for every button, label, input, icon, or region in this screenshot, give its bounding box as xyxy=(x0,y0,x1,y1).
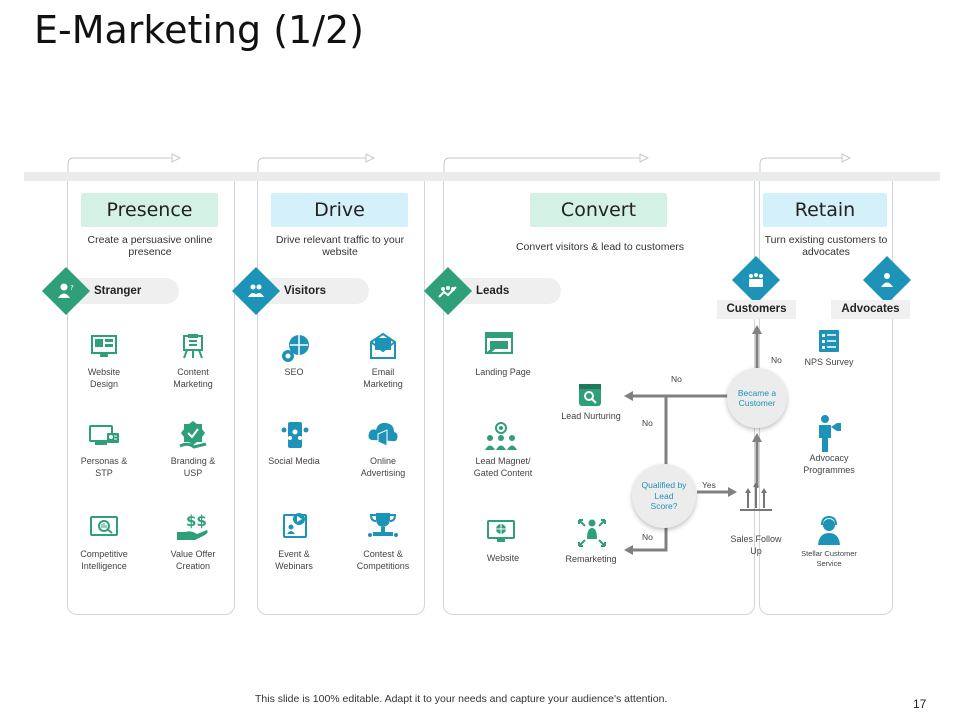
retain-header: Retain xyxy=(763,193,887,227)
drive-header: Drive xyxy=(271,193,408,227)
item-landing-page: Landing Page xyxy=(475,367,531,377)
sales-follow-up-label: Sales Follow Up xyxy=(730,534,782,556)
landing-page-icon xyxy=(484,331,516,361)
item-contest: Contest & Competitions xyxy=(356,549,410,571)
item-lead-nurturing: Lead Nurturing xyxy=(561,411,621,421)
item-lead-magnet: Lead Magnet/ Gated Content xyxy=(473,456,533,478)
stranger-icon: ? xyxy=(41,266,91,316)
retain-description: Turn existing customers to advocates xyxy=(764,234,888,258)
visitors-icon xyxy=(231,266,281,316)
footer-note: This slide is 100% editable. Adapt it to… xyxy=(255,693,668,705)
no-label-top: No xyxy=(671,374,682,384)
item-competitive-intelligence: Competitive Intelligence xyxy=(80,549,128,571)
competitive-intelligence-icon xyxy=(88,513,120,541)
online-advertising-icon xyxy=(367,420,399,452)
presence-description: Create a persuasive online presence xyxy=(87,234,213,258)
became-label: Became a Customer xyxy=(737,387,777,409)
customer-service-icon xyxy=(815,516,843,546)
social-media-icon xyxy=(280,420,310,452)
sales-follow-up-icon xyxy=(738,478,774,514)
item-nps-survey: NPS Survey xyxy=(804,357,854,367)
advocates-tag: Advocates xyxy=(831,300,910,319)
item-online-advertising: Online Advertising xyxy=(360,456,406,478)
drive-column xyxy=(257,181,425,615)
page-title: E-Marketing (1/2) xyxy=(34,8,364,52)
svg-text:$$: $$ xyxy=(186,512,207,530)
customers-icon xyxy=(731,255,781,305)
seo-icon xyxy=(280,332,312,364)
lead-nurturing-icon xyxy=(577,382,603,408)
customers-tag: Customers xyxy=(717,300,796,319)
advocacy-icon xyxy=(813,414,845,454)
stage-arrows xyxy=(67,153,852,172)
item-advocacy: Advocacy Programmes xyxy=(803,453,855,475)
item-content-marketing: Content Marketing xyxy=(173,367,213,389)
advocates-icon xyxy=(862,255,912,305)
item-event-webinars: Event & Webinars xyxy=(275,549,313,571)
leads-icon xyxy=(423,266,473,316)
stranger-pill: Stranger xyxy=(62,278,179,304)
timeline-band xyxy=(24,172,940,181)
item-email-marketing: Email Marketing xyxy=(363,367,403,389)
yes-label: Yes xyxy=(702,480,716,490)
lead-magnet-icon xyxy=(484,420,518,452)
content-marketing-icon xyxy=(177,332,209,360)
qualified-label: Qualified by Lead Score? xyxy=(641,480,687,512)
item-customer-service: Stellar Customer Service xyxy=(801,549,857,568)
page-number: 17 xyxy=(913,697,927,711)
value-offer-icon: $$ xyxy=(174,511,212,543)
became-customer-decision: Became a Customer xyxy=(727,368,787,428)
drive-description: Drive relevant traffic to your website xyxy=(275,234,405,258)
nps-survey-icon xyxy=(815,327,843,355)
no-label-middle: No xyxy=(642,418,653,428)
presence-column xyxy=(67,181,235,615)
no-label-retain: No xyxy=(771,355,782,365)
item-personas: Personas & STP xyxy=(80,456,128,478)
contest-icon xyxy=(367,510,399,542)
convert-description: Convert visitors & lead to customers xyxy=(515,241,685,253)
email-marketing-icon xyxy=(368,332,398,360)
item-social-media: Social Media xyxy=(268,456,320,466)
item-website: Website xyxy=(486,553,520,563)
qualified-decision: Qualified by Lead Score? xyxy=(632,464,696,528)
svg-text:?: ? xyxy=(70,284,74,292)
website-icon xyxy=(485,517,517,545)
item-branding: Branding & USP xyxy=(170,456,216,478)
personas-icon xyxy=(88,422,122,450)
event-webinars-icon xyxy=(280,510,310,542)
branding-icon xyxy=(177,420,209,450)
website-design-icon xyxy=(88,332,120,360)
item-remarketing: Remarketing xyxy=(565,554,617,564)
presence-header: Presence xyxy=(81,193,218,227)
remarketing-icon xyxy=(576,517,608,549)
item-website-design: Website Design xyxy=(87,367,121,389)
item-seo: SEO xyxy=(284,367,304,377)
no-label-bottom: No xyxy=(642,532,653,542)
item-value-offer: Value Offer Creation xyxy=(170,549,216,571)
convert-header: Convert xyxy=(530,193,667,227)
